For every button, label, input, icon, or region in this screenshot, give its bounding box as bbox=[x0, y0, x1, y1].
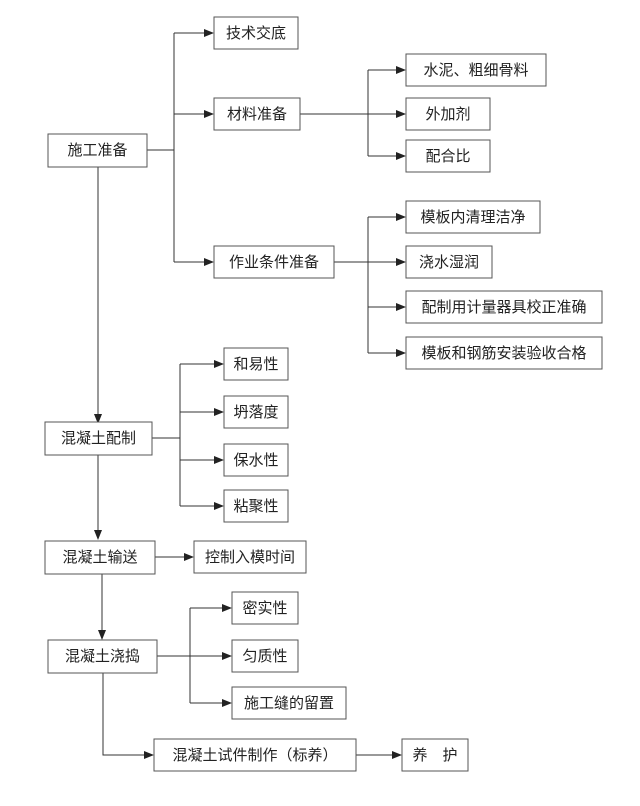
node-mixing: 混凝土配制 bbox=[44, 421, 153, 456]
arrow-to-curing bbox=[392, 751, 402, 759]
node-work-conditions-label: 作业条件准备 bbox=[229, 253, 319, 271]
arrow-to-formwork-cleaning bbox=[396, 213, 406, 221]
node-compactness: 密实性 bbox=[231, 591, 299, 625]
node-uniformity-label: 匀质性 bbox=[242, 647, 287, 665]
node-mix-ratio-label: 配合比 bbox=[425, 147, 470, 165]
arrow-to-acceptance bbox=[396, 349, 406, 357]
arrow-to-control-time bbox=[184, 553, 194, 561]
connector-pouring-specimens bbox=[102, 673, 148, 756]
node-workability: 和易性 bbox=[223, 347, 289, 381]
arrow-to-admixture bbox=[396, 110, 406, 118]
node-pouring-label: 混凝土浇捣 bbox=[65, 647, 140, 665]
node-joint-placement-label: 施工缝的留置 bbox=[244, 694, 334, 712]
arrow-to-mixing bbox=[94, 414, 102, 424]
node-compactness-label: 密实性 bbox=[242, 599, 287, 617]
node-water-retention-label: 保水性 bbox=[233, 451, 278, 469]
arrow-to-cement bbox=[396, 66, 406, 74]
arrow-to-metering bbox=[396, 303, 406, 311]
node-admixture-label: 外加剂 bbox=[425, 105, 470, 123]
node-transport: 混凝土输送 bbox=[44, 540, 156, 575]
arrow-to-water-wetting bbox=[396, 258, 406, 266]
node-control-time-label: 控制入模时间 bbox=[205, 548, 295, 566]
node-slump: 坍落度 bbox=[223, 395, 289, 429]
node-specimens: 混凝土试件制作（标养） bbox=[153, 738, 357, 772]
node-cohesiveness-label: 粘聚性 bbox=[233, 497, 278, 515]
arrow-to-work-conditions bbox=[204, 258, 214, 266]
arrow-to-joint bbox=[222, 699, 232, 707]
arrow-to-transport bbox=[94, 530, 102, 540]
arrow-to-pouring bbox=[98, 630, 106, 640]
node-curing: 养 护 bbox=[401, 738, 469, 772]
arrow-to-water-retention bbox=[214, 456, 224, 464]
arrow-to-uniformity bbox=[222, 652, 232, 660]
node-material-prep-label: 材料准备 bbox=[227, 105, 287, 123]
arrow-to-compactness bbox=[222, 604, 232, 612]
node-work-conditions: 作业条件准备 bbox=[213, 245, 335, 279]
node-uniformity: 匀质性 bbox=[231, 639, 299, 673]
node-prep-label: 施工准备 bbox=[67, 141, 127, 159]
node-formwork-rebar-acceptance: 模板和钢筋安装验收合格 bbox=[405, 336, 603, 370]
node-metering-calibration: 配制用计量器具校正准确 bbox=[405, 290, 603, 324]
node-tech-briefing-label: 技术交底 bbox=[226, 24, 286, 42]
node-formwork-rebar-acceptance-label: 模板和钢筋安装验收合格 bbox=[421, 344, 586, 362]
arrow-to-material-prep bbox=[204, 110, 214, 118]
node-pouring: 混凝土浇捣 bbox=[47, 639, 158, 674]
node-mixing-label: 混凝土配制 bbox=[61, 429, 136, 447]
arrow-to-tech-briefing bbox=[204, 29, 214, 37]
node-curing-label: 养 护 bbox=[412, 746, 457, 764]
arrow-to-cohesiveness bbox=[214, 502, 224, 510]
node-control-time: 控制入模时间 bbox=[193, 540, 307, 574]
node-water-wetting-label: 浇水湿润 bbox=[419, 253, 479, 271]
node-water-retention: 保水性 bbox=[223, 443, 289, 477]
node-cement-aggregate: 水泥、粗细骨料 bbox=[405, 53, 547, 87]
node-material-prep: 材料准备 bbox=[213, 97, 301, 131]
node-transport-label: 混凝土输送 bbox=[62, 548, 137, 566]
node-metering-calibration-label: 配制用计量器具校正准确 bbox=[421, 298, 586, 316]
node-admixture: 外加剂 bbox=[405, 97, 491, 131]
node-formwork-cleaning-label: 模板内清理洁净 bbox=[420, 208, 525, 226]
node-formwork-cleaning: 模板内清理洁净 bbox=[405, 200, 541, 234]
node-tech-briefing: 技术交底 bbox=[213, 16, 299, 50]
node-water-wetting: 浇水湿润 bbox=[405, 245, 493, 279]
arrow-to-specimens bbox=[144, 751, 154, 759]
arrow-to-workability bbox=[214, 360, 224, 368]
arrow-to-slump bbox=[214, 408, 224, 416]
node-prep: 施工准备 bbox=[47, 133, 148, 168]
node-specimens-label: 混凝土试件制作（标养） bbox=[172, 746, 337, 764]
connectors bbox=[94, 29, 406, 759]
arrow-to-mix-ratio bbox=[396, 152, 406, 160]
node-joint-placement: 施工缝的留置 bbox=[231, 686, 347, 720]
node-cohesiveness: 粘聚性 bbox=[223, 489, 289, 523]
node-workability-label: 和易性 bbox=[233, 355, 278, 373]
node-mix-ratio: 配合比 bbox=[405, 139, 491, 173]
node-cement-aggregate-label: 水泥、粗细骨料 bbox=[423, 61, 528, 79]
node-slump-label: 坍落度 bbox=[233, 403, 278, 421]
